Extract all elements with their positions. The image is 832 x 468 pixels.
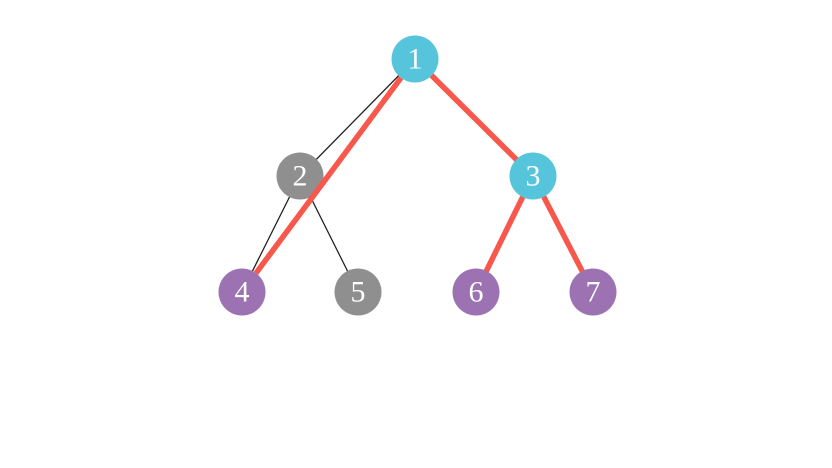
edge-1-4 [253,76,404,275]
graph-node-6 [452,268,500,316]
graph-node-3 [509,152,557,200]
edge-1-2 [299,58,416,177]
graph-node-7 [569,268,617,316]
graph-node-4 [218,268,266,316]
edge-1-3 [413,57,535,178]
graph-node-2 [276,152,324,200]
graph-node-1 [391,35,439,83]
graph-node-5 [334,268,382,316]
